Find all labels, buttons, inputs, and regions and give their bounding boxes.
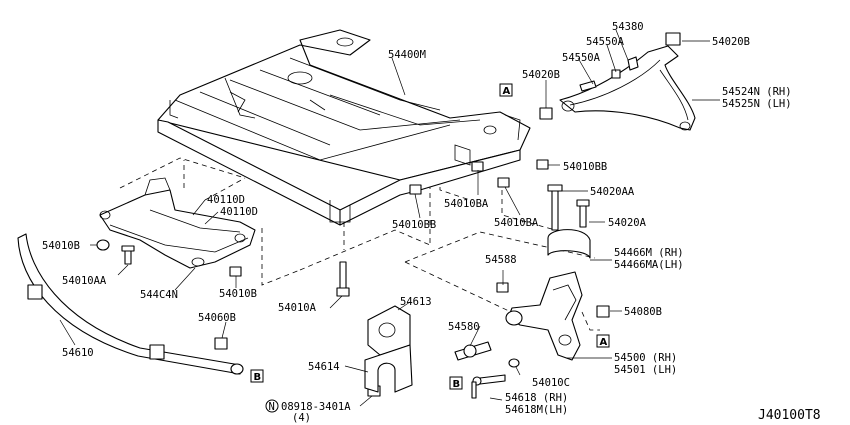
- callout-54618: 54618 (RH): [505, 392, 568, 404]
- callout-54010ba-left: 54010BA: [444, 198, 489, 210]
- marker-b-box: [449, 376, 463, 390]
- marker-b-left: B: [254, 372, 262, 383]
- leader-lines: [59, 29, 720, 407]
- callout-54010bb-right: 54010BB: [563, 161, 607, 173]
- callout-54010c: 54010C: [532, 377, 570, 389]
- callout-54380: 54380: [612, 21, 644, 33]
- marker-n-circle: [265, 399, 279, 413]
- callout-54010b-left: 54010B: [42, 240, 80, 252]
- stabilizer-bar: [17, 233, 244, 375]
- callout-54060b: 54060B: [198, 312, 236, 324]
- marker-a-lower: A: [600, 337, 608, 348]
- callout-54010a: 54010A: [278, 302, 317, 314]
- callout-54550a-lower: 54550A: [562, 52, 601, 64]
- callout-54610: 54610: [62, 347, 94, 359]
- callout-54466ma: 54466MA(LH): [614, 259, 684, 271]
- callout-54010bb-center: 54010BB: [392, 219, 436, 231]
- callout-labels: 54400M 54380 54550A 54550A 54020B 54020B…: [42, 21, 792, 424]
- callout-54020a: 54020A: [608, 217, 647, 229]
- callout-54618m: 54618M(LH): [505, 404, 568, 416]
- callout-54010b-center: 54010B: [219, 288, 257, 300]
- marker-a-box: [596, 334, 610, 348]
- bushing-and-clamp: [364, 305, 413, 393]
- marker-a-upper: A: [503, 86, 511, 97]
- callout-54501: 54501 (LH): [614, 364, 677, 376]
- callout-54500: 54500 (RH): [614, 352, 677, 364]
- callout-54080b: 54080B: [624, 306, 662, 318]
- drawing-code: J40100T8: [758, 408, 821, 423]
- callout-54010ba-right: 54010BA: [494, 217, 539, 229]
- callout-54588: 54588: [485, 254, 517, 266]
- reference-markers: A A B B N: [250, 83, 610, 413]
- callout-54400m: 54400M: [388, 49, 426, 61]
- upper-link: [539, 32, 696, 131]
- marker-a-box: [499, 83, 513, 97]
- callout-54580: 54580: [448, 321, 480, 333]
- callout-54525n: 54525N (LH): [722, 98, 792, 110]
- marker-n: N: [269, 401, 275, 413]
- callout-54020b-left: 54020B: [522, 69, 560, 81]
- callout-54010aa: 54010AA: [62, 275, 107, 287]
- marker-b-right: B: [453, 379, 461, 390]
- callout-54524n: 54524N (RH): [722, 86, 792, 98]
- callout-54020b-right: 54020B: [712, 36, 750, 48]
- sub-crossmember: [99, 177, 256, 269]
- callout-54614: 54614: [308, 361, 340, 373]
- callout-40110d-lower: 40110D: [220, 206, 258, 218]
- callout-544c4n: 544C4N: [140, 289, 178, 301]
- callout-54020aa: 54020AA: [590, 186, 635, 198]
- callout-40110d-upper: 40110D: [207, 194, 245, 206]
- callout-54466m: 54466M (RH): [614, 247, 684, 259]
- marker-b-box: [250, 369, 264, 383]
- callout-08918-3401a: 08918-3401A: [281, 401, 351, 413]
- callout-54550a-upper: 54550A: [586, 36, 625, 48]
- callout-54613: 54613: [400, 296, 432, 308]
- callout-08918-quantity: (4): [292, 412, 311, 424]
- transverse-link: [454, 229, 591, 399]
